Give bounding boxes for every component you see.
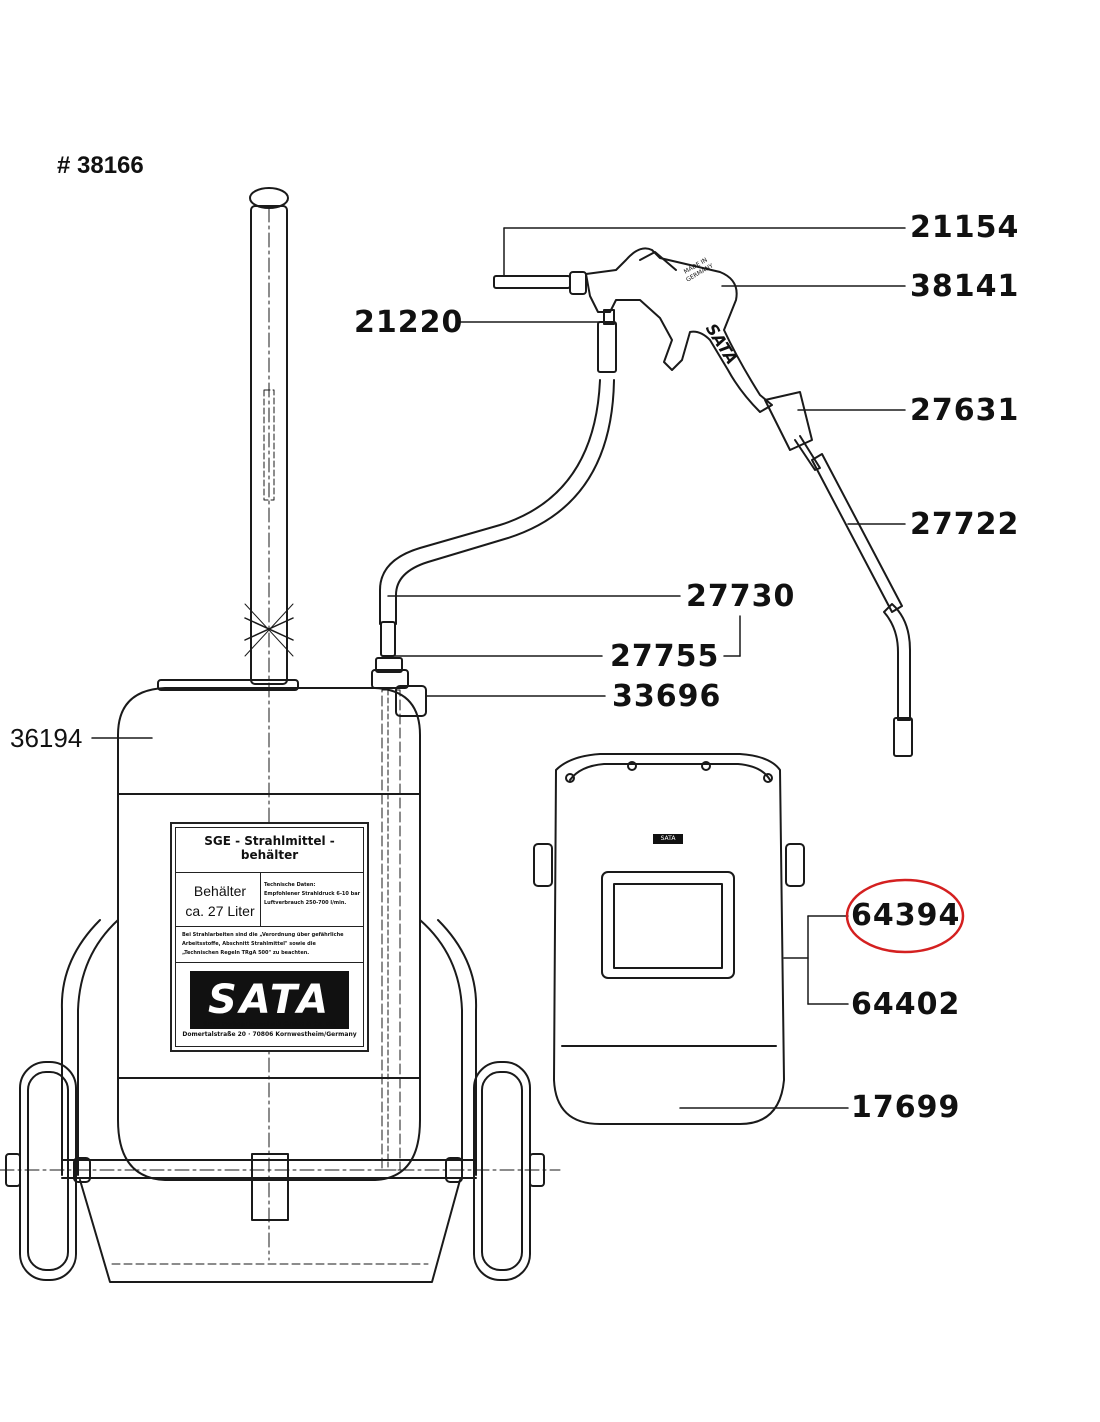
label-title: SGE - Strahlmittel - behälter <box>176 834 363 862</box>
label-title-line2: behälter <box>240 848 299 862</box>
label-tech-data: Technische Daten: Empfohlener Strahldruc… <box>264 881 364 908</box>
label-logo-row: SATA SATA Farbspritztechnik GmbH & Co. K… <box>176 962 363 1046</box>
part-number-21154: 21154 <box>910 210 1020 245</box>
part-number-21220: 21220 <box>354 305 464 340</box>
leader-lines <box>91 227 906 1109</box>
highlight-circle <box>845 878 965 954</box>
label-note: Bei Strahlarbeiten sind die „Verordnung … <box>182 931 357 958</box>
label-title-line1: SGE - Strahlmittel - <box>204 834 335 848</box>
label-note-row: Bei Strahlarbeiten sind die „Verordnung … <box>176 926 363 963</box>
tank-outlet-fitting <box>371 621 427 717</box>
mask-brand: SATA <box>653 834 683 844</box>
part-number-64394: 64394 <box>851 898 961 933</box>
part-number-17699: 17699 <box>851 1090 961 1125</box>
tank-body <box>117 679 421 1181</box>
tank-label: SGE - Strahlmittel - behälter Behälter c… <box>170 822 369 1052</box>
label-company-line2: Domertalstraße 20 · 70806 Kornwestheim/G… <box>182 1031 357 1038</box>
cart-handle <box>244 187 294 1261</box>
label-capacity: Behälter ca. 27 Liter <box>180 881 260 921</box>
right-wheel <box>445 1061 545 1281</box>
label-company: SATA Farbspritztechnik GmbH & Co. KG Dom… <box>176 1020 363 1040</box>
part-number-64402: 64402 <box>851 987 961 1022</box>
part-number-27631: 27631 <box>910 393 1020 428</box>
left-wheel <box>5 1061 91 1281</box>
label-capacity-line2: ca. 27 Liter <box>185 903 255 919</box>
label-capacity-line1: Behälter <box>193 883 247 899</box>
label-tech-line2: Empfohlener Strahldruck 6-10 bar <box>264 891 361 897</box>
label-tech-line1: Technische Daten: <box>264 882 316 888</box>
blast-gun <box>493 247 913 757</box>
document-number: # 38166 <box>57 152 144 179</box>
label-note-line3: „Technischen Regeln TRgA 500" zu beachte… <box>182 950 310 956</box>
mask-helmet <box>533 753 805 1125</box>
cart-frame <box>0 919 561 1283</box>
sata-logo: SATA <box>190 971 349 1029</box>
part-number-27722: 27722 <box>910 507 1020 542</box>
part-number-36194: 36194 <box>10 723 83 753</box>
label-company-line1: SATA Farbspritztechnik GmbH & Co. KG <box>203 1021 336 1028</box>
part-number-27755: 27755 <box>610 639 720 674</box>
part-number-38141: 38141 <box>910 269 1020 304</box>
label-tech-line3: Luftverbrauch 250-700 l/min. <box>264 900 347 906</box>
part-number-33696: 33696 <box>612 679 722 714</box>
label-spec-row: Behälter ca. 27 Liter Technische Daten: … <box>176 872 363 927</box>
label-note-line1: Bei Strahlarbeiten sind die „Verordnung … <box>182 932 344 938</box>
hose <box>379 321 617 625</box>
label-note-line2: Arbeitsstoffe, Abschnitt Strahlmittel" s… <box>182 941 316 947</box>
part-number-27730: 27730 <box>686 579 796 614</box>
